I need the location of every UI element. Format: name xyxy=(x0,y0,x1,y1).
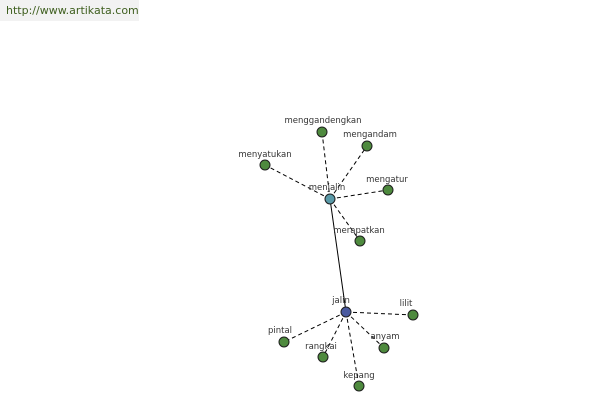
node-menjalin[interactable] xyxy=(324,193,336,205)
node-menyatukan[interactable] xyxy=(259,159,271,171)
node-jalin[interactable] xyxy=(340,306,352,318)
node-mengandam[interactable] xyxy=(361,140,373,152)
labels-layer: jalin menjalin menggandengkan mengandam meny… xyxy=(238,116,413,381)
node-menggandengkan[interactable] xyxy=(316,126,328,138)
source-url-link[interactable]: http://www.artikata.com xyxy=(6,4,139,17)
edge-menjalin-mengatur xyxy=(329,189,389,200)
edge-jalin-anyam xyxy=(345,311,385,349)
edge-jalin-rangkai xyxy=(322,311,347,358)
node-label-menggandengkan[interactable]: menggandengkan xyxy=(284,116,361,126)
node-anyam[interactable] xyxy=(378,342,390,354)
node-kepang[interactable] xyxy=(353,380,365,392)
node-label-menyatukan[interactable]: menyatukan xyxy=(238,150,291,160)
node-label-anyam[interactable]: anyam xyxy=(370,332,399,342)
node-pintal[interactable] xyxy=(278,336,290,348)
edge-menjalin-menggandengkan xyxy=(321,131,331,200)
edge-jalin-pintal xyxy=(283,311,347,343)
node-label-merapatkan[interactable]: merapatkan xyxy=(333,226,385,236)
node-label-kepang[interactable]: kepang xyxy=(343,371,374,381)
node-merapatkan[interactable] xyxy=(354,235,366,247)
edge-jalin-kepang xyxy=(345,311,360,387)
edge-menjalin-mengandam xyxy=(329,145,368,200)
node-label-lilit[interactable]: lilit xyxy=(400,299,413,309)
node-lilit[interactable] xyxy=(407,309,419,321)
source-bar: http://www.artikata.com xyxy=(0,0,139,21)
edge-menjalin-menyatukan xyxy=(264,164,331,200)
node-label-jalin[interactable]: jalin xyxy=(331,296,350,306)
node-mengatur[interactable] xyxy=(382,184,394,196)
edges-layer xyxy=(264,131,414,387)
edge-menjalin-merapatkan xyxy=(329,198,361,242)
edge-jalin-menjalin xyxy=(329,198,347,313)
node-label-mengatur[interactable]: mengatur xyxy=(366,175,408,185)
node-label-mengandam[interactable]: mengandam xyxy=(343,130,397,140)
node-label-menjalin[interactable]: menjalin xyxy=(309,183,346,193)
node-rangkai[interactable] xyxy=(317,351,329,363)
node-label-pintal[interactable]: pintal xyxy=(268,326,292,336)
edge-jalin-lilit xyxy=(345,311,414,316)
nodes-layer xyxy=(259,126,419,392)
node-label-rangkai[interactable]: rangkai xyxy=(305,342,337,352)
